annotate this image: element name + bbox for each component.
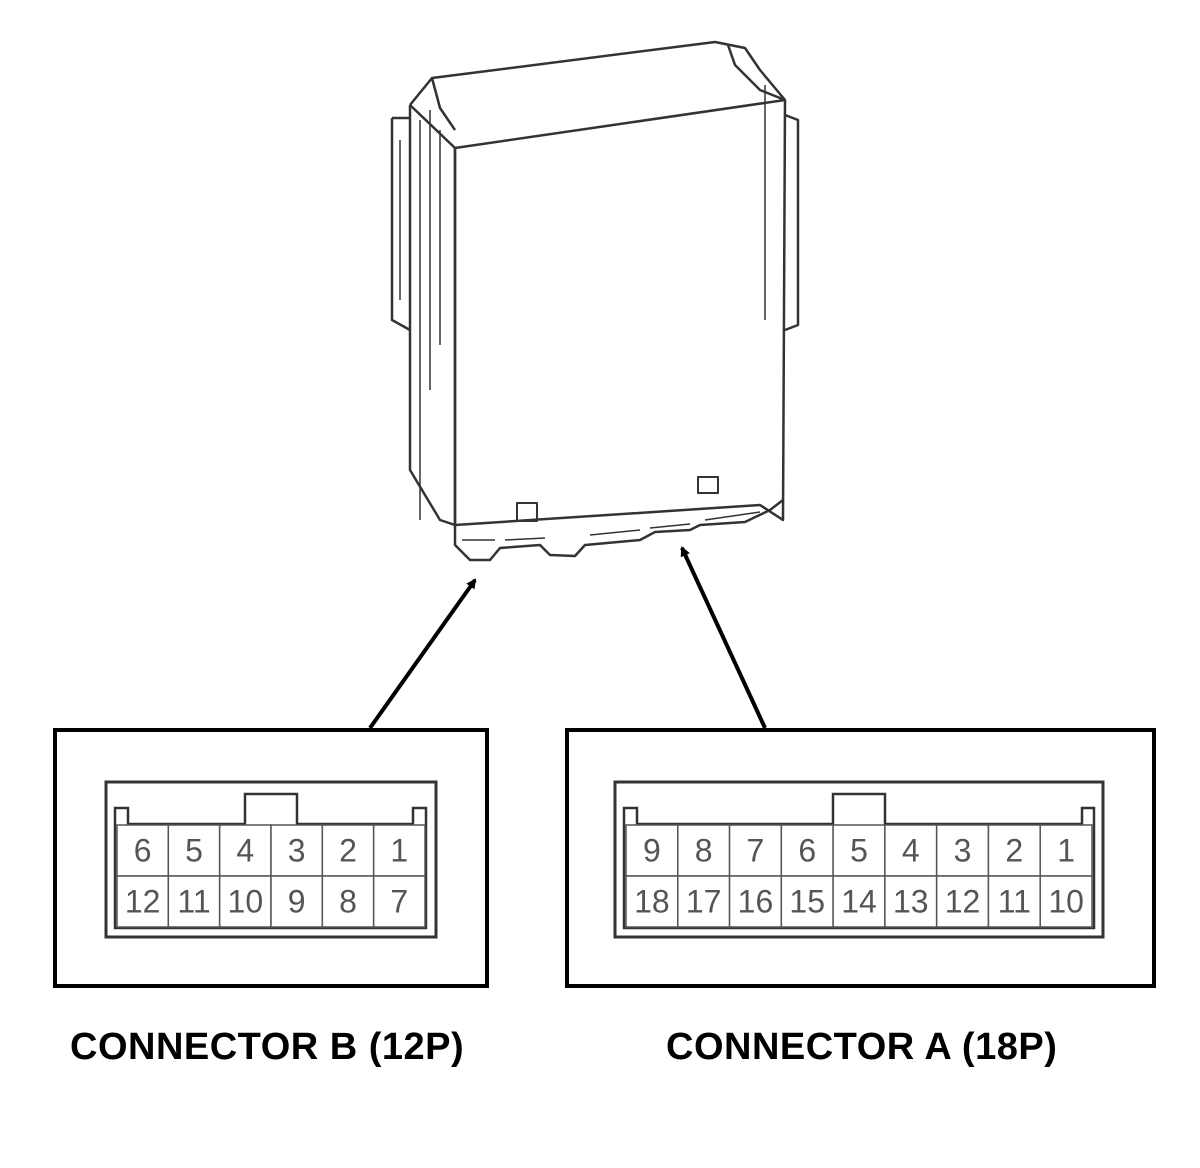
- connector-a-pin-cell: [1039, 875, 1093, 928]
- connector-a-pin-cell: [728, 875, 783, 928]
- connector-a-pin-13: 13: [893, 884, 929, 920]
- connector-b-pin-cell: [167, 875, 221, 928]
- connector-b-pin-8: 8: [339, 884, 357, 920]
- connector-b-pin-4: 4: [236, 833, 254, 869]
- connector-b-pin-10: 10: [228, 884, 264, 920]
- connector-a-pin-7: 7: [747, 833, 765, 869]
- connector-a-pin-8: 8: [695, 833, 713, 869]
- connector-a-label: CONNECTOR A (18P): [666, 1026, 1058, 1068]
- connector-a-pin-18: 18: [634, 884, 670, 920]
- connector-b-pin-11: 11: [177, 884, 210, 920]
- connector-a-pin-10: 10: [1048, 884, 1084, 920]
- connector-a-pin-2: 2: [1005, 833, 1023, 869]
- connector-a-pin-14: 14: [841, 884, 877, 920]
- connector-a-pin-cell: [884, 875, 938, 928]
- connector-a-pin-cell: [728, 824, 783, 877]
- connector-a-pin-12: 12: [945, 884, 981, 920]
- connector-a-pin-15: 15: [789, 884, 825, 920]
- connector-b-pin-2: 2: [339, 833, 357, 869]
- connector-a-pin-17: 17: [686, 884, 722, 920]
- connector-a-pin-6: 6: [798, 833, 816, 869]
- connector-a-pin-cell: [935, 875, 990, 928]
- connector-a-pin-4: 4: [902, 833, 920, 869]
- connector-a-pin-cell: [625, 875, 679, 928]
- connector-b-label: CONNECTOR B (12P): [70, 1026, 465, 1068]
- connector-b-pin-9: 9: [288, 884, 306, 920]
- connector-b-pin-cell: [372, 824, 426, 877]
- connector-a-pin-cell: [832, 875, 886, 928]
- connector-b-pin-cell: [270, 875, 324, 928]
- connector-b-arrow: [368, 578, 477, 730]
- connector-a-pin-cell: [780, 824, 834, 877]
- control-unit-housing: [390, 40, 800, 562]
- connector-b-pin-cell: [321, 875, 375, 928]
- connector-a-pin-cell: [780, 875, 834, 928]
- connector-a-pin-cell: [677, 824, 731, 877]
- connector-a-pin-5: 5: [850, 833, 868, 869]
- connector-b-pin-6: 6: [134, 833, 152, 869]
- connector-a-pin-9: 9: [643, 833, 661, 869]
- connector-b-pin-5: 5: [185, 833, 203, 869]
- connector-b-pin-7: 7: [390, 884, 408, 920]
- connector-b-pin-cell: [372, 875, 426, 928]
- connector-a-pin-11: 11: [998, 884, 1031, 920]
- connector-b-pin-12: 12: [125, 884, 161, 920]
- connector-a-arrow: [680, 546, 767, 729]
- connector-a-pin-cell: [677, 875, 731, 928]
- connector-a-pin-3: 3: [954, 833, 972, 869]
- connector-a-pin-cell: [625, 824, 679, 877]
- connector-b-pin-1: 1: [390, 833, 408, 869]
- connector-b-pin-3: 3: [288, 833, 306, 869]
- connector-a-pin-cell: [1039, 824, 1093, 877]
- connector-a-pin-16: 16: [738, 884, 774, 920]
- connector-a-pin-cell: [987, 875, 1041, 928]
- connector-a-pin-cell: [935, 824, 990, 877]
- connector-b-pin-cell: [116, 875, 170, 928]
- connector-a-pin-1: 1: [1057, 833, 1075, 869]
